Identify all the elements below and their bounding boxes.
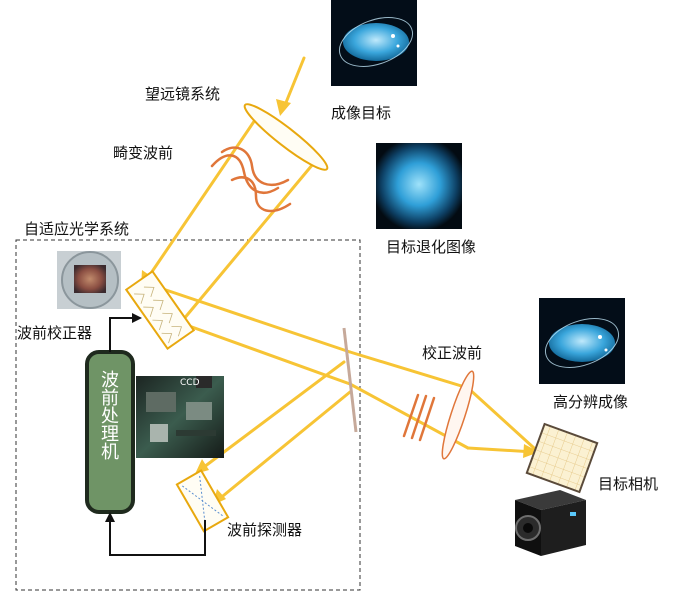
incoming-beam: [283, 56, 306, 107]
beam-corrector-top: [158, 286, 352, 354]
beam-to-sensor-bottom: [216, 390, 352, 502]
beam-focus-bottom: [466, 446, 536, 454]
imaging-target-image: [331, 0, 417, 86]
label-ccd: CCD: [180, 378, 200, 388]
high-res-image: [539, 298, 625, 384]
distorted-wavefront-icon: [210, 146, 292, 213]
label-degraded-image: 目标退化图像: [386, 238, 477, 256]
corrected-wavefront-icon: [402, 393, 436, 442]
beam-corrector-bottom: [176, 320, 352, 386]
label-imaging-target: 成像目标: [331, 104, 392, 122]
beam-focus-top: [466, 386, 536, 450]
label-corrected-wavefront: 校正波前: [422, 344, 483, 362]
arrowhead-camera: [523, 444, 539, 458]
label-target-camera: 目标相机: [598, 475, 659, 493]
ao-system-frame: [15, 239, 361, 591]
control-loop-arrowheads: [105, 313, 142, 522]
camera-icon: [515, 490, 586, 556]
wavefront-corrector-photo: [57, 251, 121, 309]
focusing-lens-icon: [441, 370, 475, 460]
label-wavefront-processor: 波前处理机: [101, 370, 119, 463]
label-wavefront-sensor: 波前探测器: [227, 521, 303, 539]
beam-telescope-right: [176, 156, 320, 328]
label-distorted-wavefront: 畸变波前: [113, 144, 174, 162]
deformable-mirror-icon: [124, 269, 196, 351]
beam-to-lens-top: [348, 350, 470, 390]
telescope-lens-icon: [243, 103, 329, 171]
arrowhead-sensor-top: [195, 459, 209, 474]
camera-sensor-icon: [525, 422, 599, 494]
label-high-res: 高分辨成像: [553, 393, 629, 411]
arrowhead-incoming: [276, 99, 291, 116]
beam-splitter: [342, 327, 358, 433]
label-wavefront-corrector: 波前校正器: [17, 324, 93, 342]
label-telescope: 望远镜系统: [145, 85, 221, 103]
ccd-board-photo: [136, 376, 224, 458]
wavefront-sensor-icon: [175, 469, 230, 533]
control-loop: [109, 317, 206, 556]
label-ao-system: 自适应光学系统: [24, 220, 130, 238]
degraded-image: [376, 143, 462, 229]
